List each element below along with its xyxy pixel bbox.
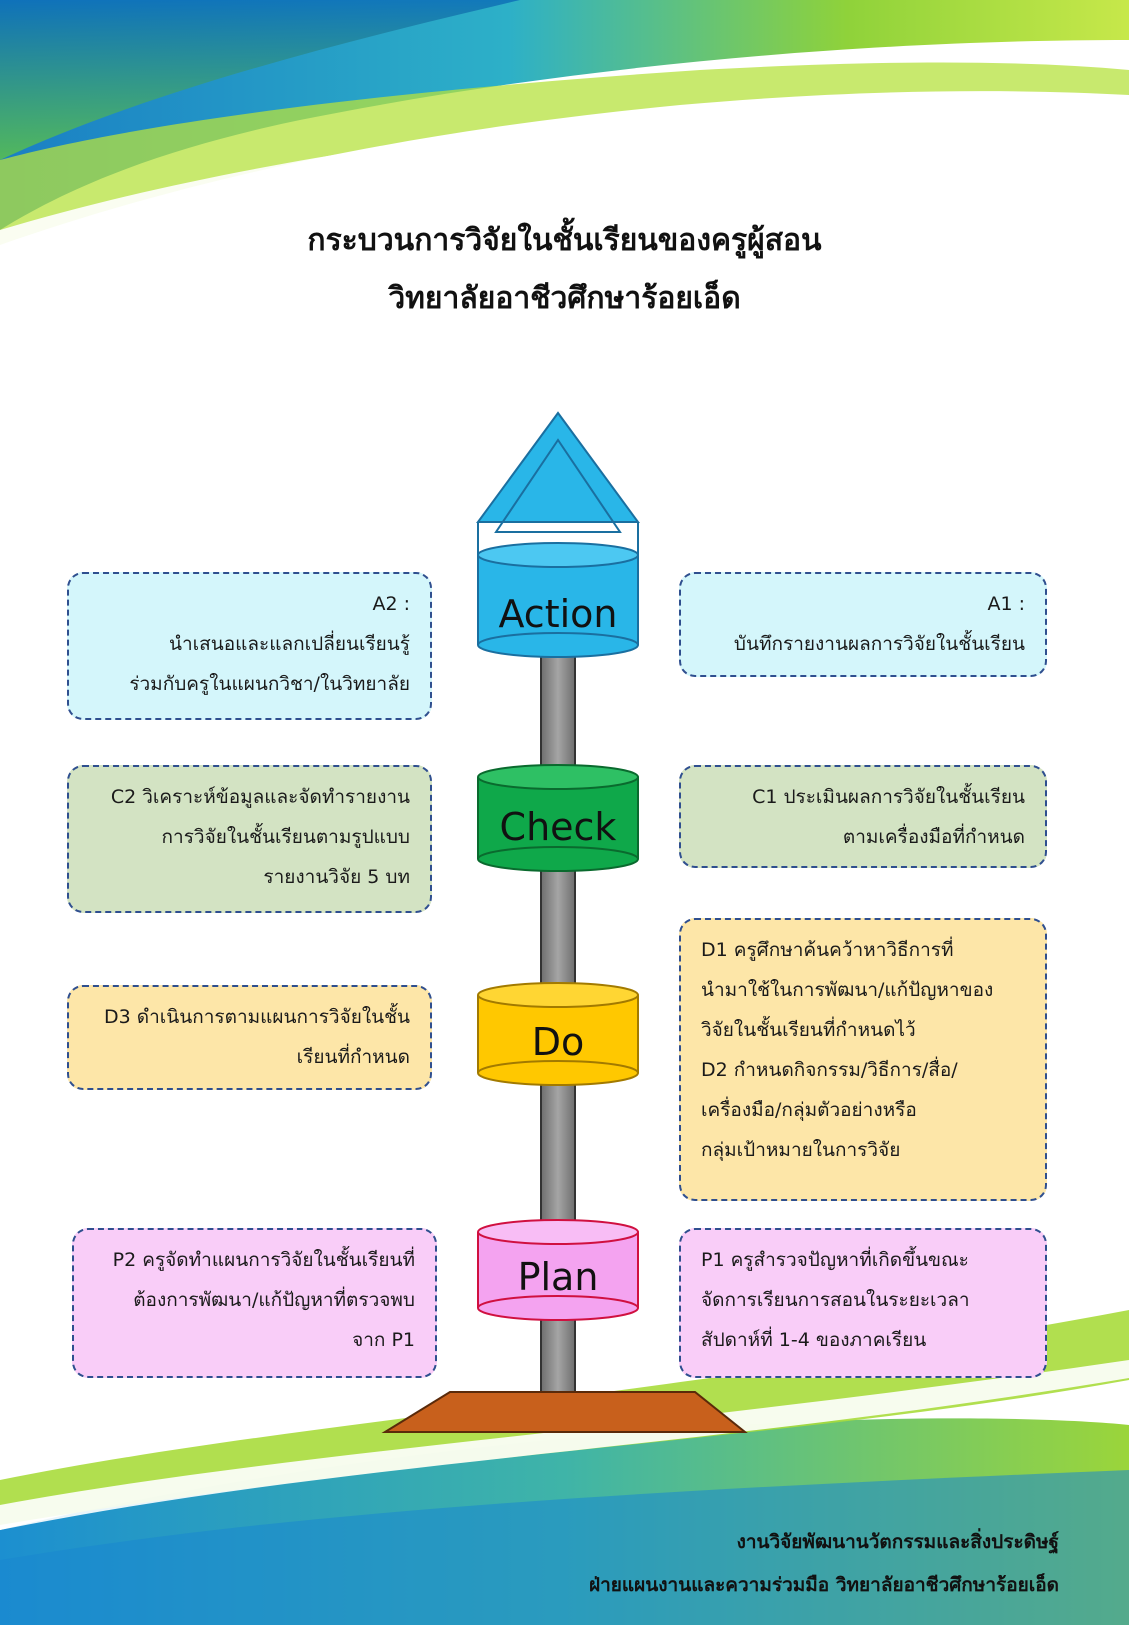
d1-d2-box: D1 ครูศึกษาค้นคว้าหาวิธีการที่ นำมาใช้ใน… <box>679 918 1047 1201</box>
c2-line-3: รายงานวิจัย 5 บท <box>263 866 410 888</box>
a2-line-1: A2 : <box>372 593 410 615</box>
footer-line-2: ฝ่ายแผนงานและความร่วมมือ วิทยาลัยอาชีวศึ… <box>588 1574 1059 1596</box>
c2-box: C2 วิเคราะห์ข้อมูลและจัดทำรายงาน การวิจั… <box>67 765 432 913</box>
plan-label: Plan <box>517 1255 599 1299</box>
p2-line-1: P2 ครูจัดทำแผนการวิจัยในชั้นเรียนที่ <box>112 1249 415 1271</box>
footer-line-1: งานวิจัยพัฒนานวัตกรรมและสิ่งประดิษฐ์ <box>736 1531 1059 1553</box>
a1-line-2: บันทึกรายงานผลการวิจัยในชั้นเรียน <box>733 633 1025 655</box>
base-trapezoid <box>381 1391 748 1433</box>
a2-line-2: นำเสนอและแลกเปลี่ยนเรียนรู้ <box>169 633 410 655</box>
d1-d2-line-5: เครื่องมือ/กลุ่มตัวอย่างหรือ <box>701 1099 917 1121</box>
d3-line-1: D3 ดำเนินการตามแผนการวิจัยในชั้น <box>104 1006 410 1028</box>
a1-line-1: A1 : <box>987 593 1025 615</box>
page-title-line-1: กระบวนการวิจัยในชั้นเรียนของครูผู้สอน <box>307 223 822 258</box>
action-label: Action <box>498 592 618 636</box>
check-label: Check <box>499 805 617 849</box>
a2-line-3: ร่วมกับครูในแผนกวิชา/ในวิทยาลัย <box>129 673 410 695</box>
c1-line-1: C1 ประเมินผลการวิจัยในชั้นเรียน <box>752 786 1025 808</box>
p2-box: P2 ครูจัดทำแผนการวิจัยในชั้นเรียนที่ ต้อ… <box>72 1228 437 1378</box>
d1-d2-line-2: นำมาใช้ในการพัฒนา/แก้ปัญหาของ <box>701 979 994 1001</box>
plan-stage-shape <box>477 1219 639 1321</box>
d1-d2-line-4: D2 กำหนดกิจกรรม/วิธีการ/สื่อ/ <box>701 1059 958 1081</box>
do-stage-shape <box>477 982 639 1086</box>
d1-d2-line-1: D1 ครูศึกษาค้นคว้าหาวิธีการที่ <box>701 939 954 961</box>
c2-line-1: C2 วิเคราะห์ข้อมูลและจัดทำรายงาน <box>110 786 410 808</box>
d1-d2-line-6: กลุ่มเป้าหมายในการวิจัย <box>701 1139 901 1161</box>
p1-box: P1 ครูสำรวจปัญหาที่เกิดขึ้นขณะ จัดการเรี… <box>679 1228 1047 1378</box>
d3-line-2: เรียนที่กำหนด <box>296 1046 410 1068</box>
p2-line-3: จาก P1 <box>352 1329 415 1351</box>
a1-box: A1 : บันทึกรายงานผลการวิจัยในชั้นเรียน <box>679 572 1047 677</box>
p1-line-2: จัดการเรียนการสอนในระยะเวลา <box>701 1289 970 1311</box>
do-label: Do <box>531 1020 585 1064</box>
c1-line-2: ตามเครื่องมือที่กำหนด <box>842 826 1025 848</box>
page-title-line-2: วิทยาลัยอาชีวศึกษาร้อยเอ็ด <box>388 281 741 316</box>
p1-line-1: P1 ครูสำรวจปัญหาที่เกิดขึ้นขณะ <box>701 1249 969 1271</box>
c1-box: C1 ประเมินผลการวิจัยในชั้นเรียน ตามเครื่… <box>679 765 1047 868</box>
check-stage-shape <box>477 764 639 872</box>
a2-box: A2 : นำเสนอและแลกเปลี่ยนเรียนรู้ ร่วมกับ… <box>67 572 432 720</box>
d1-d2-line-3: วิจัยในชั้นเรียนที่กำหนดไว้ <box>701 1019 916 1041</box>
p1-line-3: สัปดาห์ที่ 1-4 ของภาคเรียน <box>701 1329 927 1351</box>
p2-line-2: ต้องการพัฒนา/แก้ปัญหาที่ตรวจพบ <box>133 1289 415 1311</box>
c2-line-2: การวิจัยในชั้นเรียนตามรูปแบบ <box>161 826 410 848</box>
action-stage-shape <box>476 411 640 658</box>
d3-box: D3 ดำเนินการตามแผนการวิจัยในชั้น เรียนที… <box>67 985 432 1090</box>
